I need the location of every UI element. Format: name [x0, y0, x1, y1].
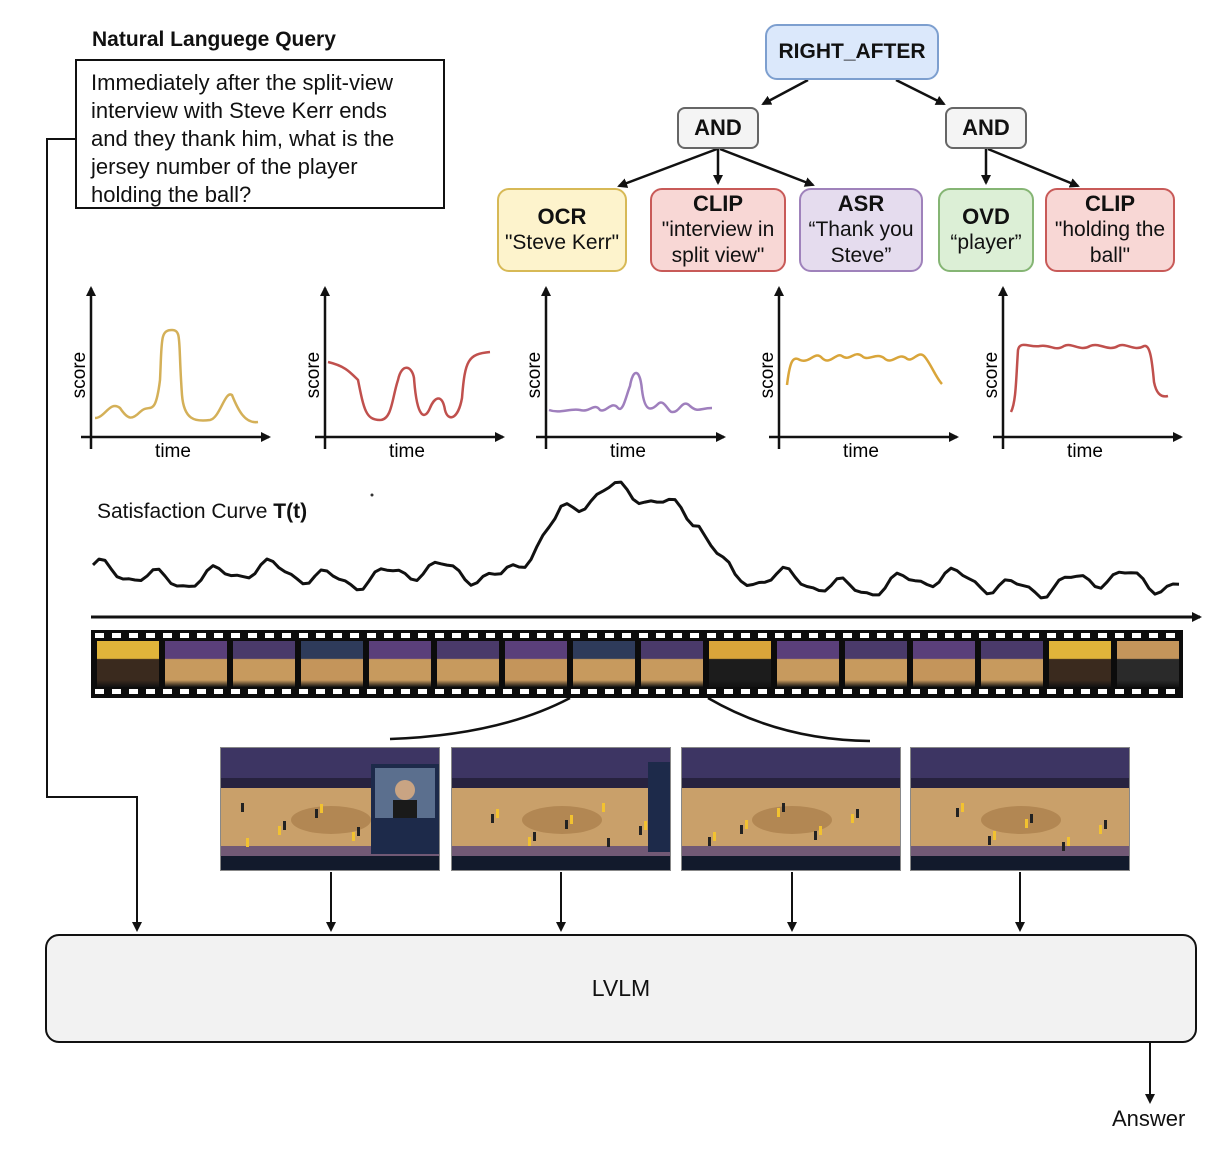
clip-arg: "interview in split view" — [661, 218, 775, 267]
film-frame — [165, 641, 227, 687]
film-frame — [505, 641, 567, 687]
and-label: AND — [694, 115, 742, 140]
score-curve — [327, 350, 491, 422]
film-frame — [777, 641, 839, 687]
video-filmstrip — [91, 630, 1183, 698]
clip-op: CLIP — [1084, 191, 1136, 216]
query-title: Natural Languege Query — [92, 28, 336, 51]
film-frame — [369, 641, 431, 687]
and-node-left: AND — [677, 107, 759, 149]
right-after-label: RIGHT_AFTER — [778, 40, 926, 63]
satisfaction-curve-label: Satisfaction Curve T(t) — [97, 500, 307, 524]
asr-arg: “Thank you Steve” — [808, 218, 914, 267]
film-perforations — [91, 630, 1183, 698]
keyframe-image — [910, 747, 1130, 871]
clip-op: CLIP — [692, 191, 744, 216]
and-node-right: AND — [945, 107, 1027, 149]
stray-dot — [370, 493, 374, 497]
film-frame — [437, 641, 499, 687]
keyframe-image — [681, 747, 901, 871]
root-to-and-left-arrow — [761, 78, 809, 106]
and-to-clip2-arrow — [987, 147, 1080, 188]
score-curve — [94, 328, 259, 424]
film-frame — [641, 641, 703, 687]
keyframe-image — [220, 747, 440, 871]
score-axis-label: score — [981, 352, 1002, 398]
asr-op: ASR — [837, 191, 885, 216]
film-frame — [233, 641, 295, 687]
ocr-node: OCR "Steve Kerr" — [497, 188, 627, 272]
and-label: AND — [962, 115, 1010, 140]
time-axis-label: time — [610, 441, 646, 462]
film-frame — [1049, 641, 1111, 687]
score-axis-label: score — [757, 352, 778, 398]
satisfaction-symbol: T(t) — [273, 500, 308, 523]
film-frame — [709, 641, 771, 687]
film-frame — [845, 641, 907, 687]
lvlm-box: LVLM — [45, 934, 1197, 1043]
selection-bracket-left — [389, 696, 571, 741]
score-curve — [1009, 343, 1169, 413]
and-to-asr-arrow — [719, 147, 815, 187]
satisfaction-curve — [91, 480, 1180, 600]
query-text-box: Immediately after the split-view intervi… — [75, 59, 445, 209]
clip-split-view-node: CLIP "interview in split view" — [650, 188, 786, 272]
film-frame — [981, 641, 1043, 687]
ovd-node: OVD “player” — [938, 188, 1034, 272]
score-axis-label: score — [303, 352, 324, 398]
film-frame — [1117, 641, 1179, 687]
score-curve — [785, 353, 943, 386]
film-frame — [573, 641, 635, 687]
clip-arg: "holding the ball" — [1054, 218, 1166, 267]
selection-bracket-right — [707, 696, 871, 743]
root-to-and-right-arrow — [895, 78, 946, 106]
right-after-node: RIGHT_AFTER — [765, 24, 939, 80]
time-axis-label: time — [1067, 441, 1103, 462]
ocr-arg: "Steve Kerr" — [504, 231, 620, 254]
film-frame — [97, 641, 159, 687]
score-axis-label: score — [524, 352, 545, 398]
ovd-op: OVD — [962, 204, 1010, 229]
keyframe-image — [451, 747, 671, 871]
ovd-arg: “player” — [950, 231, 1022, 254]
satisfaction-label-text: Satisfaction Curve — [97, 500, 274, 523]
answer-label: Answer — [1112, 1106, 1186, 1131]
score-curve — [548, 371, 713, 414]
time-axis-label: time — [155, 441, 191, 462]
query-to-lvlm-arrow — [46, 138, 142, 932]
and-to-ocr-arrow — [617, 147, 718, 188]
time-axis-label: time — [389, 441, 425, 462]
time-axis-label: time — [843, 441, 879, 462]
ocr-op: OCR — [537, 204, 587, 229]
clip-holding-ball-node: CLIP "holding the ball" — [1045, 188, 1175, 272]
score-axis-label: score — [69, 352, 90, 398]
film-frame — [301, 641, 363, 687]
film-frame — [913, 641, 975, 687]
asr-node: ASR “Thank you Steve” — [799, 188, 923, 272]
lvlm-label: LVLM — [591, 975, 651, 1001]
